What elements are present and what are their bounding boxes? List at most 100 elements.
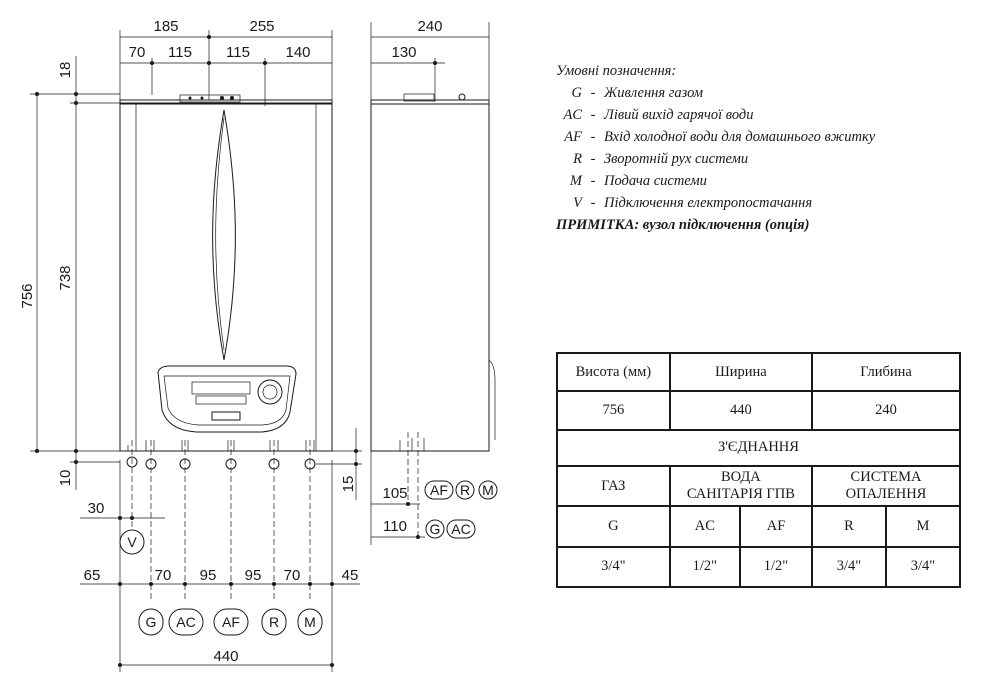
connection-g-badge xyxy=(138,608,164,636)
header-width: Ширина xyxy=(668,351,814,393)
dim-130: 130 xyxy=(391,44,416,61)
spec-table: Висота (мм) Ширина Глибина 756 440 240 З… xyxy=(556,351,961,589)
side-m-badge xyxy=(478,480,498,500)
side-r-badge xyxy=(455,480,475,500)
table-row: Висота (мм) Ширина Глибина xyxy=(556,351,961,393)
table-row: G AC AF R M xyxy=(556,505,961,548)
dim-45: 45 xyxy=(342,567,359,584)
group-water: ВОДА САНІТАРІЯ ГПВ xyxy=(668,464,814,508)
dim-65: 65 xyxy=(84,567,101,584)
dim-115-right: 115 xyxy=(226,44,250,61)
header-depth: Глибина xyxy=(811,351,961,393)
group-gas: ГАЗ xyxy=(556,464,671,508)
legend-item: AF - Вхід холодної води для домашнього в… xyxy=(556,126,976,148)
dim-115-left: 115 xyxy=(168,44,192,61)
connection-v-label: V xyxy=(127,534,137,550)
group-system: СИСТЕМА ОПАЛЕННЯ xyxy=(811,464,961,508)
table-row: ГАЗ ВОДА САНІТАРІЯ ГПВ СИСТЕМА ОПАЛЕННЯ xyxy=(556,464,961,508)
connection-r-badge xyxy=(261,608,287,636)
connection-m-badge xyxy=(297,608,323,636)
conn-af: AF xyxy=(739,505,813,548)
table-row: З'ЄДНАННЯ xyxy=(556,428,961,467)
legend-item: AC - Лівий вихід гарячої води xyxy=(556,104,976,126)
table-row: 756 440 240 xyxy=(556,390,961,431)
legend-desc: Підключення електропостачання xyxy=(604,195,813,211)
conn-m: M xyxy=(885,505,961,548)
value-width: 440 xyxy=(668,390,814,431)
dim-185: 185 xyxy=(153,18,178,35)
dim-70-bottom-left: 70 xyxy=(155,567,172,584)
connections-title: З'ЄДНАННЯ xyxy=(556,428,961,467)
side-g-label: G xyxy=(430,521,441,537)
legend-code: AF xyxy=(564,129,582,145)
legend: Умовні позначення: G - Живлення газом AC… xyxy=(556,60,976,236)
header-height: Висота (мм) xyxy=(556,351,671,393)
legend-desc: Вхід холодної води для домашнього вжитку xyxy=(604,129,876,145)
conn-g: G xyxy=(556,505,671,548)
dim-110: 110 xyxy=(383,518,407,535)
connection-r-label: R xyxy=(269,614,279,630)
size-g: 3/4" xyxy=(556,545,671,589)
conn-ac: AC xyxy=(668,505,742,548)
bottom-connection-badges: G AC AF R M xyxy=(138,608,323,636)
legend-item: M - Подача системи xyxy=(556,170,976,192)
dim-440: 440 xyxy=(213,648,238,665)
side-af-label: AF xyxy=(430,482,448,498)
legend-code: V xyxy=(573,195,582,211)
dim-140: 140 xyxy=(285,44,310,61)
side-ac-label: AC xyxy=(451,521,470,537)
legend-desc: Лівий вихід гарячої води xyxy=(604,107,754,123)
dim-738: 738 xyxy=(57,265,74,290)
value-depth: 240 xyxy=(811,390,961,431)
dim-15: 15 xyxy=(340,476,357,493)
size-af: 1/2" xyxy=(739,545,813,589)
legend-item: G - Живлення газом xyxy=(556,82,976,104)
dim-756: 756 xyxy=(19,283,36,308)
size-r: 3/4" xyxy=(811,545,887,589)
side-m-label: M xyxy=(482,482,494,498)
dim-10: 10 xyxy=(57,470,74,487)
dim-30: 30 xyxy=(88,500,105,517)
side-g-badge xyxy=(425,519,445,539)
legend-note: ПРИМІТКА: вузол підключення (опція) xyxy=(556,217,810,233)
table-row: 3/4" 1/2" 1/2" 3/4" 3/4" xyxy=(556,545,961,589)
connection-ac-badge xyxy=(168,608,204,636)
legend-code: G xyxy=(571,85,582,101)
connection-af-label: AF xyxy=(222,614,240,630)
conn-r: R xyxy=(811,505,887,548)
connection-ac-label: AC xyxy=(176,614,195,630)
dim-95-left: 95 xyxy=(200,567,217,584)
dim-105: 105 xyxy=(382,485,407,502)
left-dimensions: 18 756 738 10 xyxy=(19,56,120,490)
top-dimensions: 185 255 70 115 115 140 xyxy=(119,18,333,106)
connection-m-label: M xyxy=(304,614,316,630)
legend-item: R - Зворотній рух системи xyxy=(556,148,976,170)
right-15-dimension: 15 xyxy=(316,428,362,500)
legend-desc: Живлення газом xyxy=(604,85,704,101)
legend-desc: Зворотній рух системи xyxy=(604,151,749,167)
side-ac-badge xyxy=(446,519,476,539)
size-ac: 1/2" xyxy=(668,545,742,589)
side-af-badge xyxy=(424,480,454,500)
boiler-side-view: 240 130 105 AF R M 110 G AC xyxy=(370,18,498,545)
legend-code: AC xyxy=(563,107,582,123)
legend-desc: Подача системи xyxy=(604,173,707,189)
dim-18: 18 xyxy=(57,62,74,79)
value-height: 756 xyxy=(556,390,671,431)
side-r-label: R xyxy=(460,482,470,498)
dim-240: 240 xyxy=(417,18,442,35)
connection-af-badge xyxy=(213,608,249,636)
legend-code: M xyxy=(569,173,582,189)
legend-item: V - Підключення електропостачання xyxy=(556,192,976,214)
size-m: 3/4" xyxy=(885,545,961,589)
legend-code: R xyxy=(573,151,582,167)
v-connection: 30 V xyxy=(80,500,165,555)
dim-95-right: 95 xyxy=(245,567,262,584)
bottom-dimensions: 65 70 95 95 70 45 440 xyxy=(80,460,360,672)
dim-70-top: 70 xyxy=(129,44,146,61)
dim-70-bottom-right: 70 xyxy=(284,567,301,584)
connection-g-label: G xyxy=(146,614,157,630)
legend-title: Умовні позначення: xyxy=(556,63,677,79)
boiler-front-view xyxy=(119,94,333,600)
